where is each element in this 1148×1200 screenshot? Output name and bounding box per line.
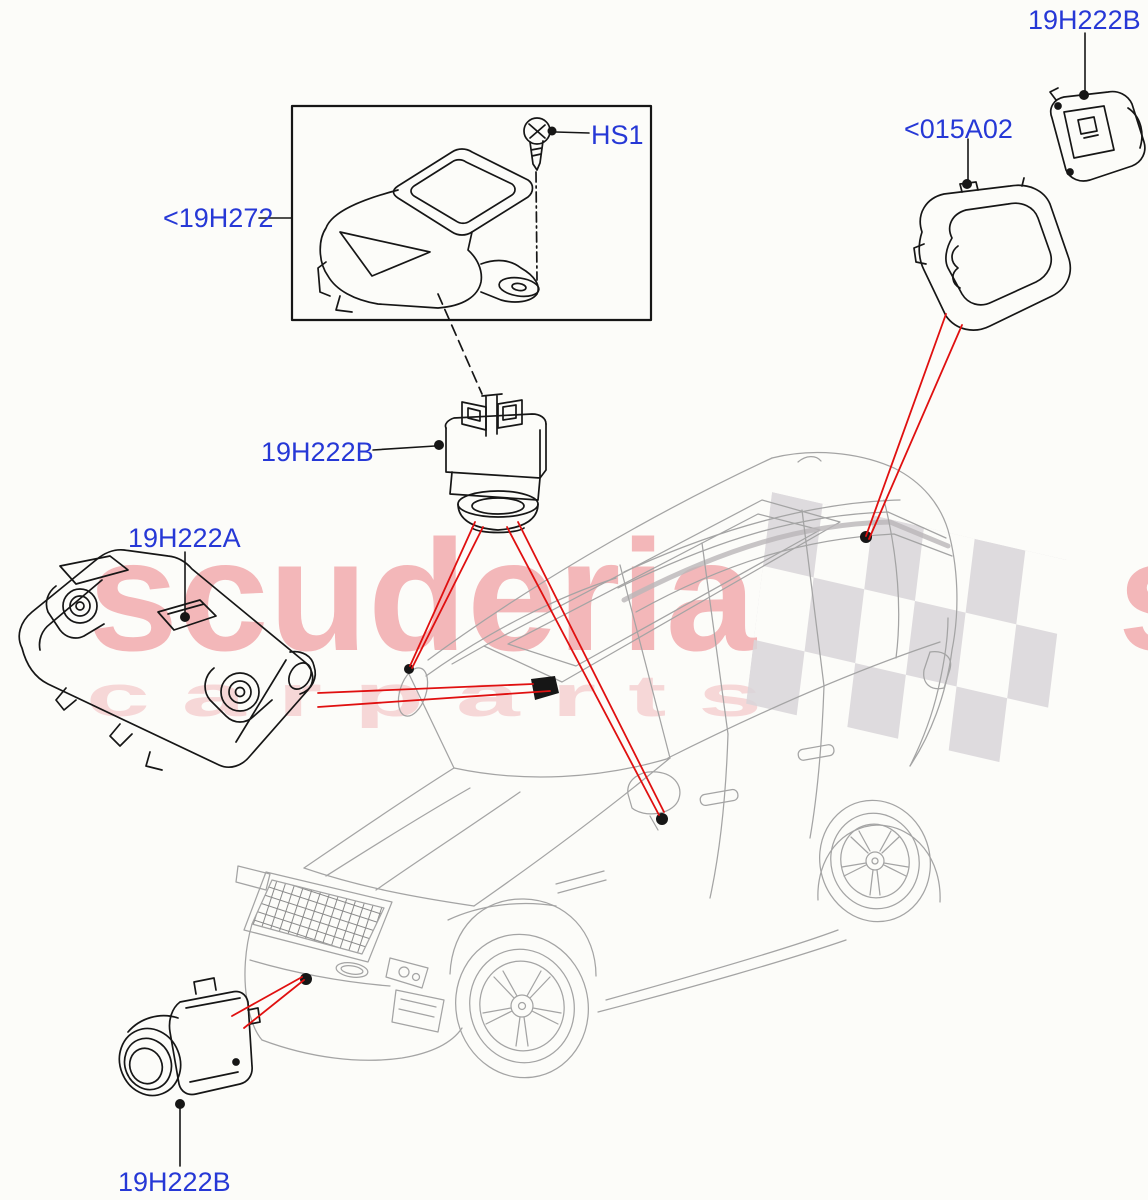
grille — [251, 879, 385, 955]
camera-windscreen-drawing — [444, 393, 547, 534]
beltline — [667, 641, 941, 759]
leader-dot — [434, 440, 444, 450]
watermark-tagline-text: c a r p a r t s — [86, 664, 762, 729]
mount-dot-tailgate — [860, 531, 872, 543]
checkered-flag-graphic — [746, 492, 1067, 772]
screw-drawing — [523, 117, 551, 171]
hood — [303, 767, 455, 869]
a-pillar — [407, 671, 455, 769]
door-handle-front — [699, 788, 739, 807]
door-seam-front — [709, 733, 729, 899]
mount-patch-windscreen — [531, 676, 559, 700]
part-label-screw[interactable]: HS1 — [591, 120, 644, 150]
fender-vent — [555, 870, 607, 894]
headlamp-left — [235, 865, 271, 891]
location-markers — [175, 90, 1089, 1109]
rear-pillar — [893, 467, 958, 767]
part-label-bracket-rear[interactable]: <015A02 — [904, 114, 1013, 144]
part-label-camera-rear[interactable]: 19H222B — [1028, 5, 1141, 35]
part-label-camera-front[interactable]: 19H222B — [118, 1167, 231, 1197]
roofline — [427, 457, 773, 661]
assembly-link-line — [437, 293, 483, 395]
camera-rear-drawing — [1049, 87, 1146, 182]
assembly-axis-line — [535, 171, 538, 281]
watermark-brand-text-partial: scuderia — [1118, 508, 1148, 684]
mount-dot-bumper — [300, 973, 312, 985]
leader-dot — [180, 612, 190, 622]
leader-dot — [962, 179, 972, 189]
leader-dot — [1079, 90, 1089, 100]
part-label-camera-assembly[interactable]: 19H222A — [128, 523, 241, 553]
mount-dot-a-pillar — [404, 664, 414, 674]
parts-artwork — [18, 32, 1146, 1167]
a-pillar-sail — [397, 667, 429, 717]
rear-wheel-arch — [817, 824, 941, 903]
camera-cover-drawing — [317, 148, 540, 313]
camera-assembly-drawing — [18, 549, 317, 771]
door-seam-rear — [809, 685, 825, 839]
leader-dot — [175, 1099, 185, 1109]
rear-wheel — [819, 799, 931, 923]
headlamp-right — [385, 957, 429, 989]
mount-dot-mirror — [656, 813, 668, 825]
detail-box — [290, 104, 653, 322]
camera-front-drawing — [118, 977, 261, 1097]
side-mirror — [627, 771, 681, 815]
watermark: scuderia scuderia c a r p a r t s — [86, 492, 1148, 772]
part-label-cover[interactable]: <19H272 — [163, 203, 274, 233]
watermark-brand-text: scuderia — [88, 508, 757, 684]
front-wheel — [455, 933, 589, 1079]
tail-lamp — [923, 651, 952, 690]
door-handle-rear — [797, 744, 835, 761]
part-label-camera-windscreen[interactable]: 19H222B — [261, 437, 374, 467]
leader-lines — [179, 32, 1086, 1167]
brand-badge — [335, 962, 369, 978]
front-wheel-arch — [449, 898, 597, 977]
leader-dot — [547, 126, 557, 136]
vehicle-illustration — [235, 451, 958, 1079]
callout-lines — [231, 313, 963, 1029]
sunroof-outline — [483, 499, 841, 683]
bracket-rear-drawing — [913, 177, 1072, 331]
